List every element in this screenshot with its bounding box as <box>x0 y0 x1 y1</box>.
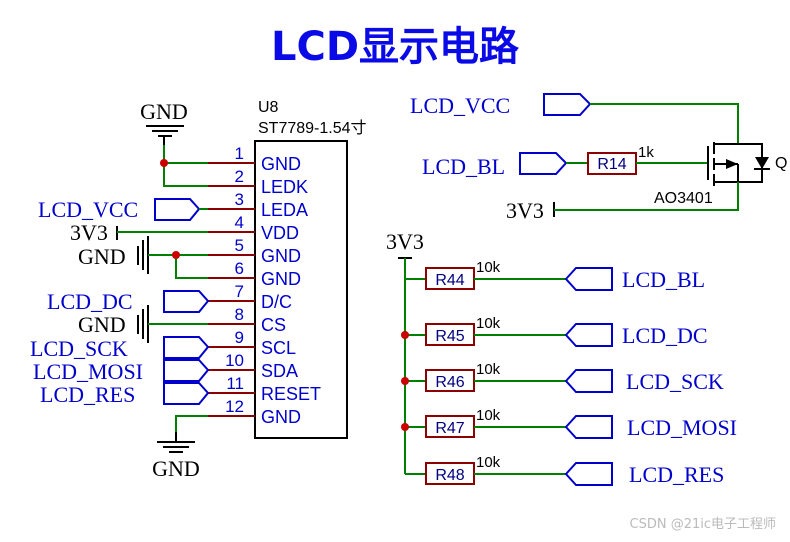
net-label-lcd-mosi: LCD_MOSI <box>33 359 143 384</box>
net-label-lcd-dc: LCD_DC <box>47 289 133 314</box>
resistor-r44-value: 10k <box>476 259 501 276</box>
pin-number-3: 3 <box>235 190 244 209</box>
resistor-r45-ref: R45 <box>435 328 464 345</box>
pin-name-6: GND <box>261 269 301 289</box>
mosfet-designator: Q <box>775 155 787 172</box>
pin-number-6: 6 <box>235 259 244 278</box>
port-r44 <box>564 267 613 291</box>
pin-number-10: 10 <box>225 351 244 370</box>
gnd-pin5-label: GND <box>78 244 126 269</box>
pin-number-11: 11 <box>226 374 244 393</box>
chip-designator: U8 <box>258 99 279 116</box>
pin-name-11: RESET <box>261 384 321 404</box>
net-label-r44: LCD_BL <box>622 267 705 292</box>
mosfet-part-number: AO3401 <box>654 190 713 207</box>
port-lcd-sck <box>163 336 210 359</box>
wire-pin12 <box>175 415 208 432</box>
pin-number-5: 5 <box>235 236 244 255</box>
net-label-r47: LCD_MOSI <box>627 415 737 440</box>
port-lcd-mosi <box>163 359 210 382</box>
net-label-lcd-vcc-right: LCD_VCC <box>410 93 510 118</box>
pullup-row-r47: R47 10k LCD_MOSI <box>405 407 737 440</box>
resistor-r44-ref: R44 <box>435 272 464 289</box>
pin-name-9: SCL <box>261 338 296 358</box>
pullup-row-r46: R46 10k LCD_SCK <box>405 361 724 394</box>
net-label-lcd-vcc: LCD_VCC <box>38 197 138 222</box>
watermark: CSDN @21ic电子工程师 <box>630 517 777 532</box>
gnd-top-wires <box>163 145 208 187</box>
junction-r45 <box>401 331 409 339</box>
resistor-r48-value: 10k <box>476 454 501 471</box>
gnd-top-label: GND <box>140 99 188 124</box>
net-label-r46: LCD_SCK <box>626 369 724 394</box>
gnd-pin8-label: GND <box>78 312 126 337</box>
wire-vcc-to-mosfet <box>590 103 739 144</box>
pin-number-1: 1 <box>235 144 244 163</box>
port-lcd-vcc <box>154 198 201 221</box>
pin-number-8: 8 <box>235 305 244 324</box>
resistor-r46-value: 10k <box>476 361 501 378</box>
resistor-r47-value: 10k <box>476 407 501 424</box>
power-3v3-pullup: 3V3 <box>386 229 424 254</box>
chip-pins: 1 2 3 4 5 6 7 8 9 10 11 12 GND LEDK LEDA… <box>208 144 321 427</box>
pullup-row-r45: R45 10k LCD_DC <box>405 315 708 348</box>
junction-r47 <box>401 423 409 431</box>
mosfet-symbol <box>707 142 770 186</box>
pin-number-2: 2 <box>235 167 244 186</box>
pin-number-9: 9 <box>235 328 244 347</box>
port-r47 <box>564 415 613 439</box>
pin-name-7: D/C <box>261 292 292 312</box>
pullup-row-r48: R48 10k LCD_RES <box>405 454 724 487</box>
gnd-bottom-label: GND <box>152 456 200 481</box>
gnd-bottom-symbol <box>157 432 195 453</box>
port-r46 <box>564 369 613 393</box>
pin-name-5: GND <box>261 246 301 266</box>
port-lcd-res <box>163 382 210 405</box>
power-3v3-left: 3V3 <box>70 220 108 245</box>
net-label-r48: LCD_RES <box>629 462 724 487</box>
power-3v3-mosfet: 3V3 <box>506 198 544 223</box>
pin-number-4: 4 <box>235 213 244 232</box>
resistor-r14-value: 1k <box>638 144 654 161</box>
chip-body <box>254 140 348 439</box>
net-label-lcd-res: LCD_RES <box>40 382 135 407</box>
resistor-r47-ref: R47 <box>435 420 464 437</box>
resistor-r48-ref: R48 <box>435 467 464 484</box>
gnd-pin5-symbol <box>137 236 149 274</box>
net-label-lcd-bl-right: LCD_BL <box>422 154 505 179</box>
pullup-row-r44: R44 10k LCD_BL <box>405 259 705 292</box>
port-r45 <box>564 323 613 347</box>
port-r48 <box>564 462 613 486</box>
net-label-r45: LCD_DC <box>622 323 708 348</box>
pin-number-7: 7 <box>235 282 244 301</box>
chip-part-number: ST7789-1.54寸 <box>258 119 367 137</box>
pin-number-12: 12 <box>225 397 244 416</box>
net-label-lcd-sck: LCD_SCK <box>30 336 128 361</box>
pin-name-1: GND <box>261 154 301 174</box>
resistor-r46-ref: R46 <box>435 374 464 391</box>
resistor-r45-value: 10k <box>476 315 501 332</box>
pin-name-12: GND <box>261 407 301 427</box>
port-lcd-bl-right <box>519 152 568 175</box>
pin-name-2: LEDK <box>261 177 308 197</box>
pin-name-3: LEDA <box>261 200 308 220</box>
wire-3v3-to-mosfet <box>554 182 739 211</box>
pin-name-8: CS <box>261 315 286 335</box>
gnd-top-symbol <box>146 125 184 145</box>
page-title: LCD显示电路 <box>271 24 520 70</box>
port-lcd-dc <box>163 290 210 313</box>
pin-name-4: VDD <box>261 223 299 243</box>
junction-pin1 <box>160 159 168 167</box>
gnd-pin8-symbol <box>137 305 149 343</box>
port-lcd-vcc-right <box>543 93 592 116</box>
junction-r46 <box>401 377 409 385</box>
resistor-r14-ref: R14 <box>597 156 626 173</box>
pin-name-10: SDA <box>261 361 298 381</box>
junction-pin5 <box>172 251 180 259</box>
